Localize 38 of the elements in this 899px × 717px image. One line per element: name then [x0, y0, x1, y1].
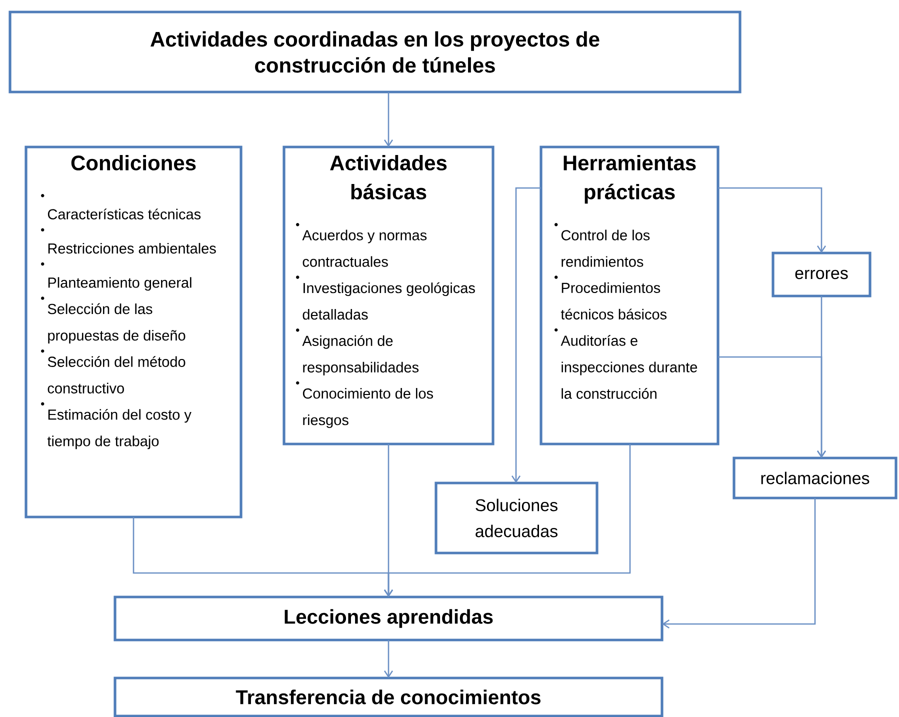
bullet-item: Características técnicas: [48, 208, 201, 220]
box-title: Transferencia de conocimientos: [236, 690, 540, 704]
arrow: [384, 640, 394, 678]
box-heading: Actividades básicas: [330, 155, 447, 200]
process-box: [772, 252, 872, 298]
bullet-item: Auditorías e inspecciones durante la construcción: [560, 335, 698, 399]
bullet-item: Planteamiento general: [48, 277, 192, 291]
bullet-item: Acuerdos y normas contractuales: [302, 230, 427, 267]
bullet-item: Asignación de responsabilidades: [302, 335, 419, 376]
process-box: [540, 146, 720, 446]
process-box: [434, 482, 598, 554]
bullet-item: Control de los rendimientos: [561, 230, 650, 267]
box-heading: Condiciones: [71, 155, 196, 170]
box-label: errores: [795, 270, 848, 280]
arrow: [718, 356, 826, 458]
box-title: Actividades coordinadas en los proyectos de construcción de túneles: [150, 31, 600, 73]
bullet-item: Restricciones ambientales: [48, 242, 216, 254]
bullet-item: Investigaciones geológicas detalladas: [302, 282, 475, 320]
box-title: Lecciones aprendidas: [284, 609, 493, 628]
bullet-item: Estimación del costo y tiempo de trabajo: [47, 408, 192, 450]
arrow: [718, 187, 826, 253]
arrow: [511, 187, 541, 483]
bullet-item: Selección de las propuestas de diseño: [48, 303, 186, 344]
bullet-item: Conocimiento de los riesgos: [302, 388, 434, 428]
process-box: [8, 10, 742, 94]
box-heading: Herramientas prácticas: [564, 155, 696, 204]
process-box: [114, 596, 664, 642]
arrow: [384, 92, 394, 147]
process-box: [282, 146, 494, 446]
process-box: [732, 456, 898, 500]
arrow: [662, 498, 816, 629]
box-label: reclamaciones: [761, 472, 870, 484]
bullet-item: Selección del método constructivo: [48, 356, 186, 394]
process-box: [24, 146, 242, 518]
bullet-item: Procedimientos técnicos básicos: [560, 282, 667, 320]
box-label: Soluciones adecuadas: [476, 498, 558, 538]
arrow: [384, 444, 631, 597]
process-box: [114, 676, 664, 717]
